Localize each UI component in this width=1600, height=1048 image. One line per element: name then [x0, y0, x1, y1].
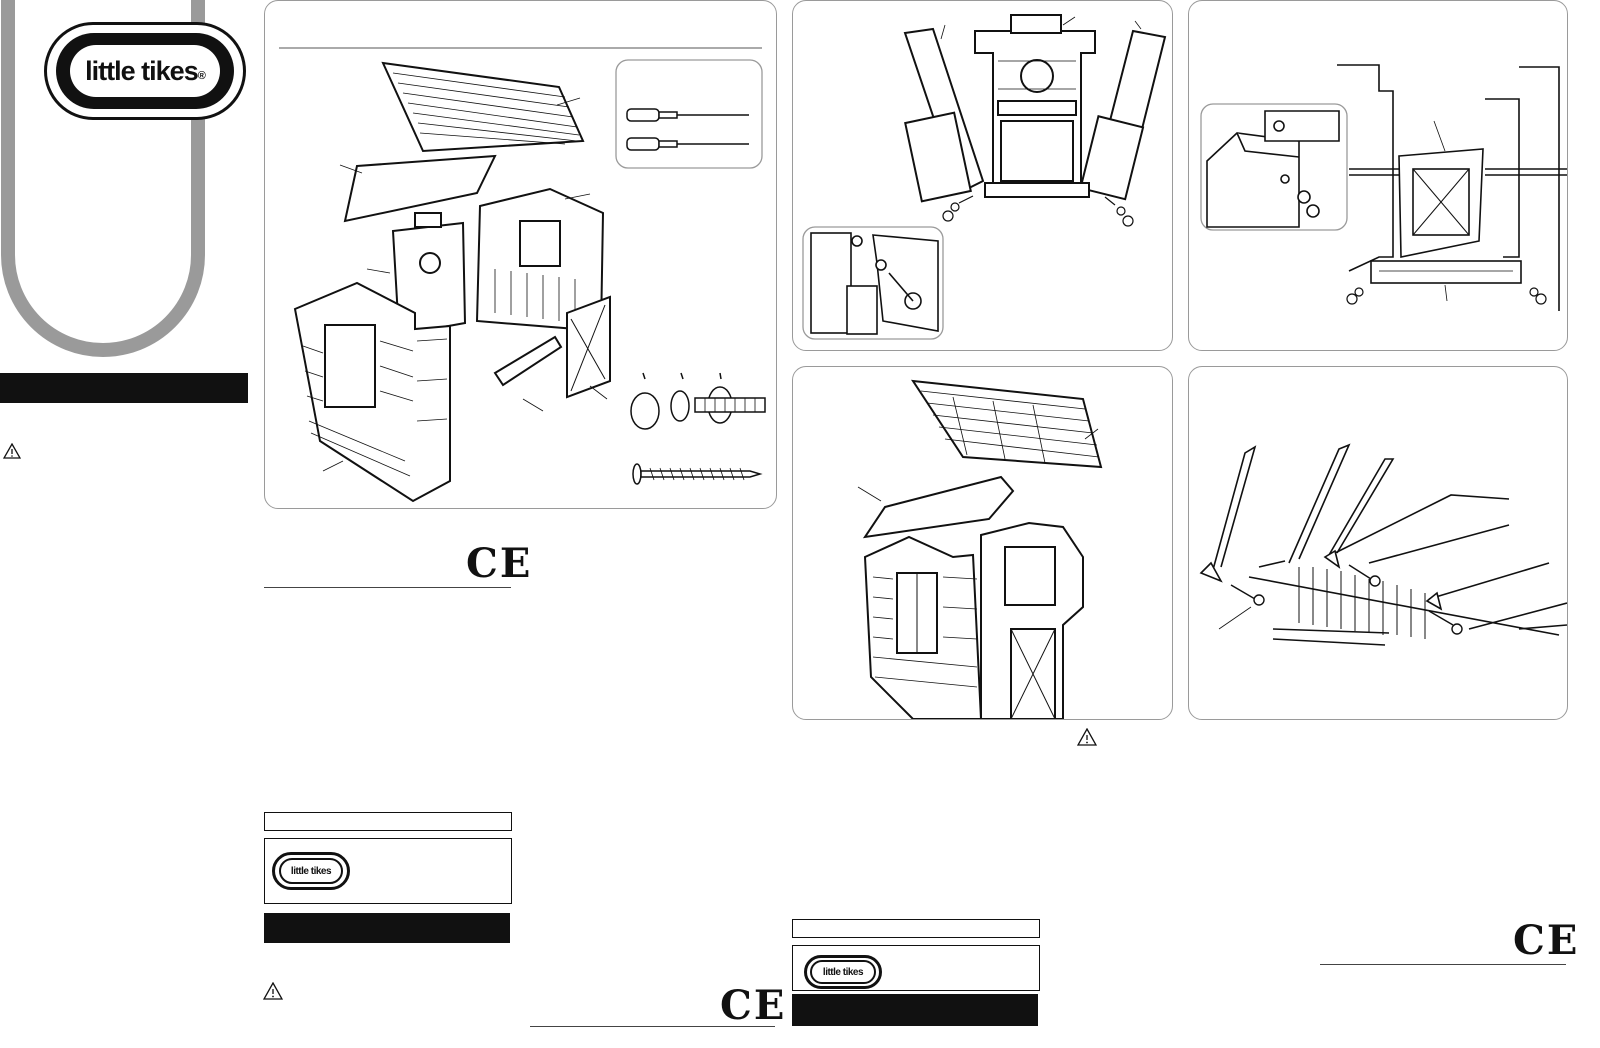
header-box-outline — [264, 812, 512, 831]
brand-logo-large: little tikes® — [44, 22, 246, 120]
black-bar-lower-mid — [792, 994, 1038, 1026]
warning-triangle-icon-mid — [1077, 728, 1097, 746]
parts-diagram-panel — [264, 0, 777, 509]
ce-mark: CE — [466, 540, 533, 587]
black-bar-lower-left — [264, 913, 510, 943]
divider-line-3 — [1320, 964, 1566, 965]
step-roof-panel — [792, 366, 1173, 720]
brand-logo-small: little tikes — [272, 852, 350, 890]
warning-triangle-icon-lower — [263, 982, 283, 1000]
step-walls-panel — [792, 0, 1173, 351]
roof-screws-illustration — [1199, 443, 1567, 646]
ce-mark-3: CE — [1513, 917, 1580, 964]
logo-text-small: little tikes — [290, 865, 332, 877]
screwdriver-icon — [626, 108, 749, 151]
step-screws-panel — [1188, 366, 1568, 720]
screw-icon — [632, 463, 763, 485]
registered-mark: ® — [197, 70, 206, 82]
logo-text-small-2: little tikes — [822, 966, 864, 978]
divider-line — [264, 587, 511, 588]
ce-mark-2: CE — [720, 982, 787, 1029]
walls-assembly-illustration — [802, 14, 1167, 340]
header-box-outline-2 — [792, 919, 1040, 938]
warning-triangle-icon — [3, 443, 21, 459]
header-bar-left — [0, 373, 248, 403]
bolt-icon — [630, 372, 766, 430]
brand-logo-small-2: little tikes — [804, 955, 882, 989]
step-door-panel — [1188, 0, 1568, 351]
logo-text: little tikes — [85, 55, 199, 86]
divider-line-2 — [530, 1026, 775, 1027]
roof-assembly-illustration — [857, 379, 1103, 719]
rail-decoration — [0, 0, 205, 358]
door-assembly-illustration — [1200, 64, 1567, 311]
parts-exploded-illustration — [279, 47, 766, 503]
